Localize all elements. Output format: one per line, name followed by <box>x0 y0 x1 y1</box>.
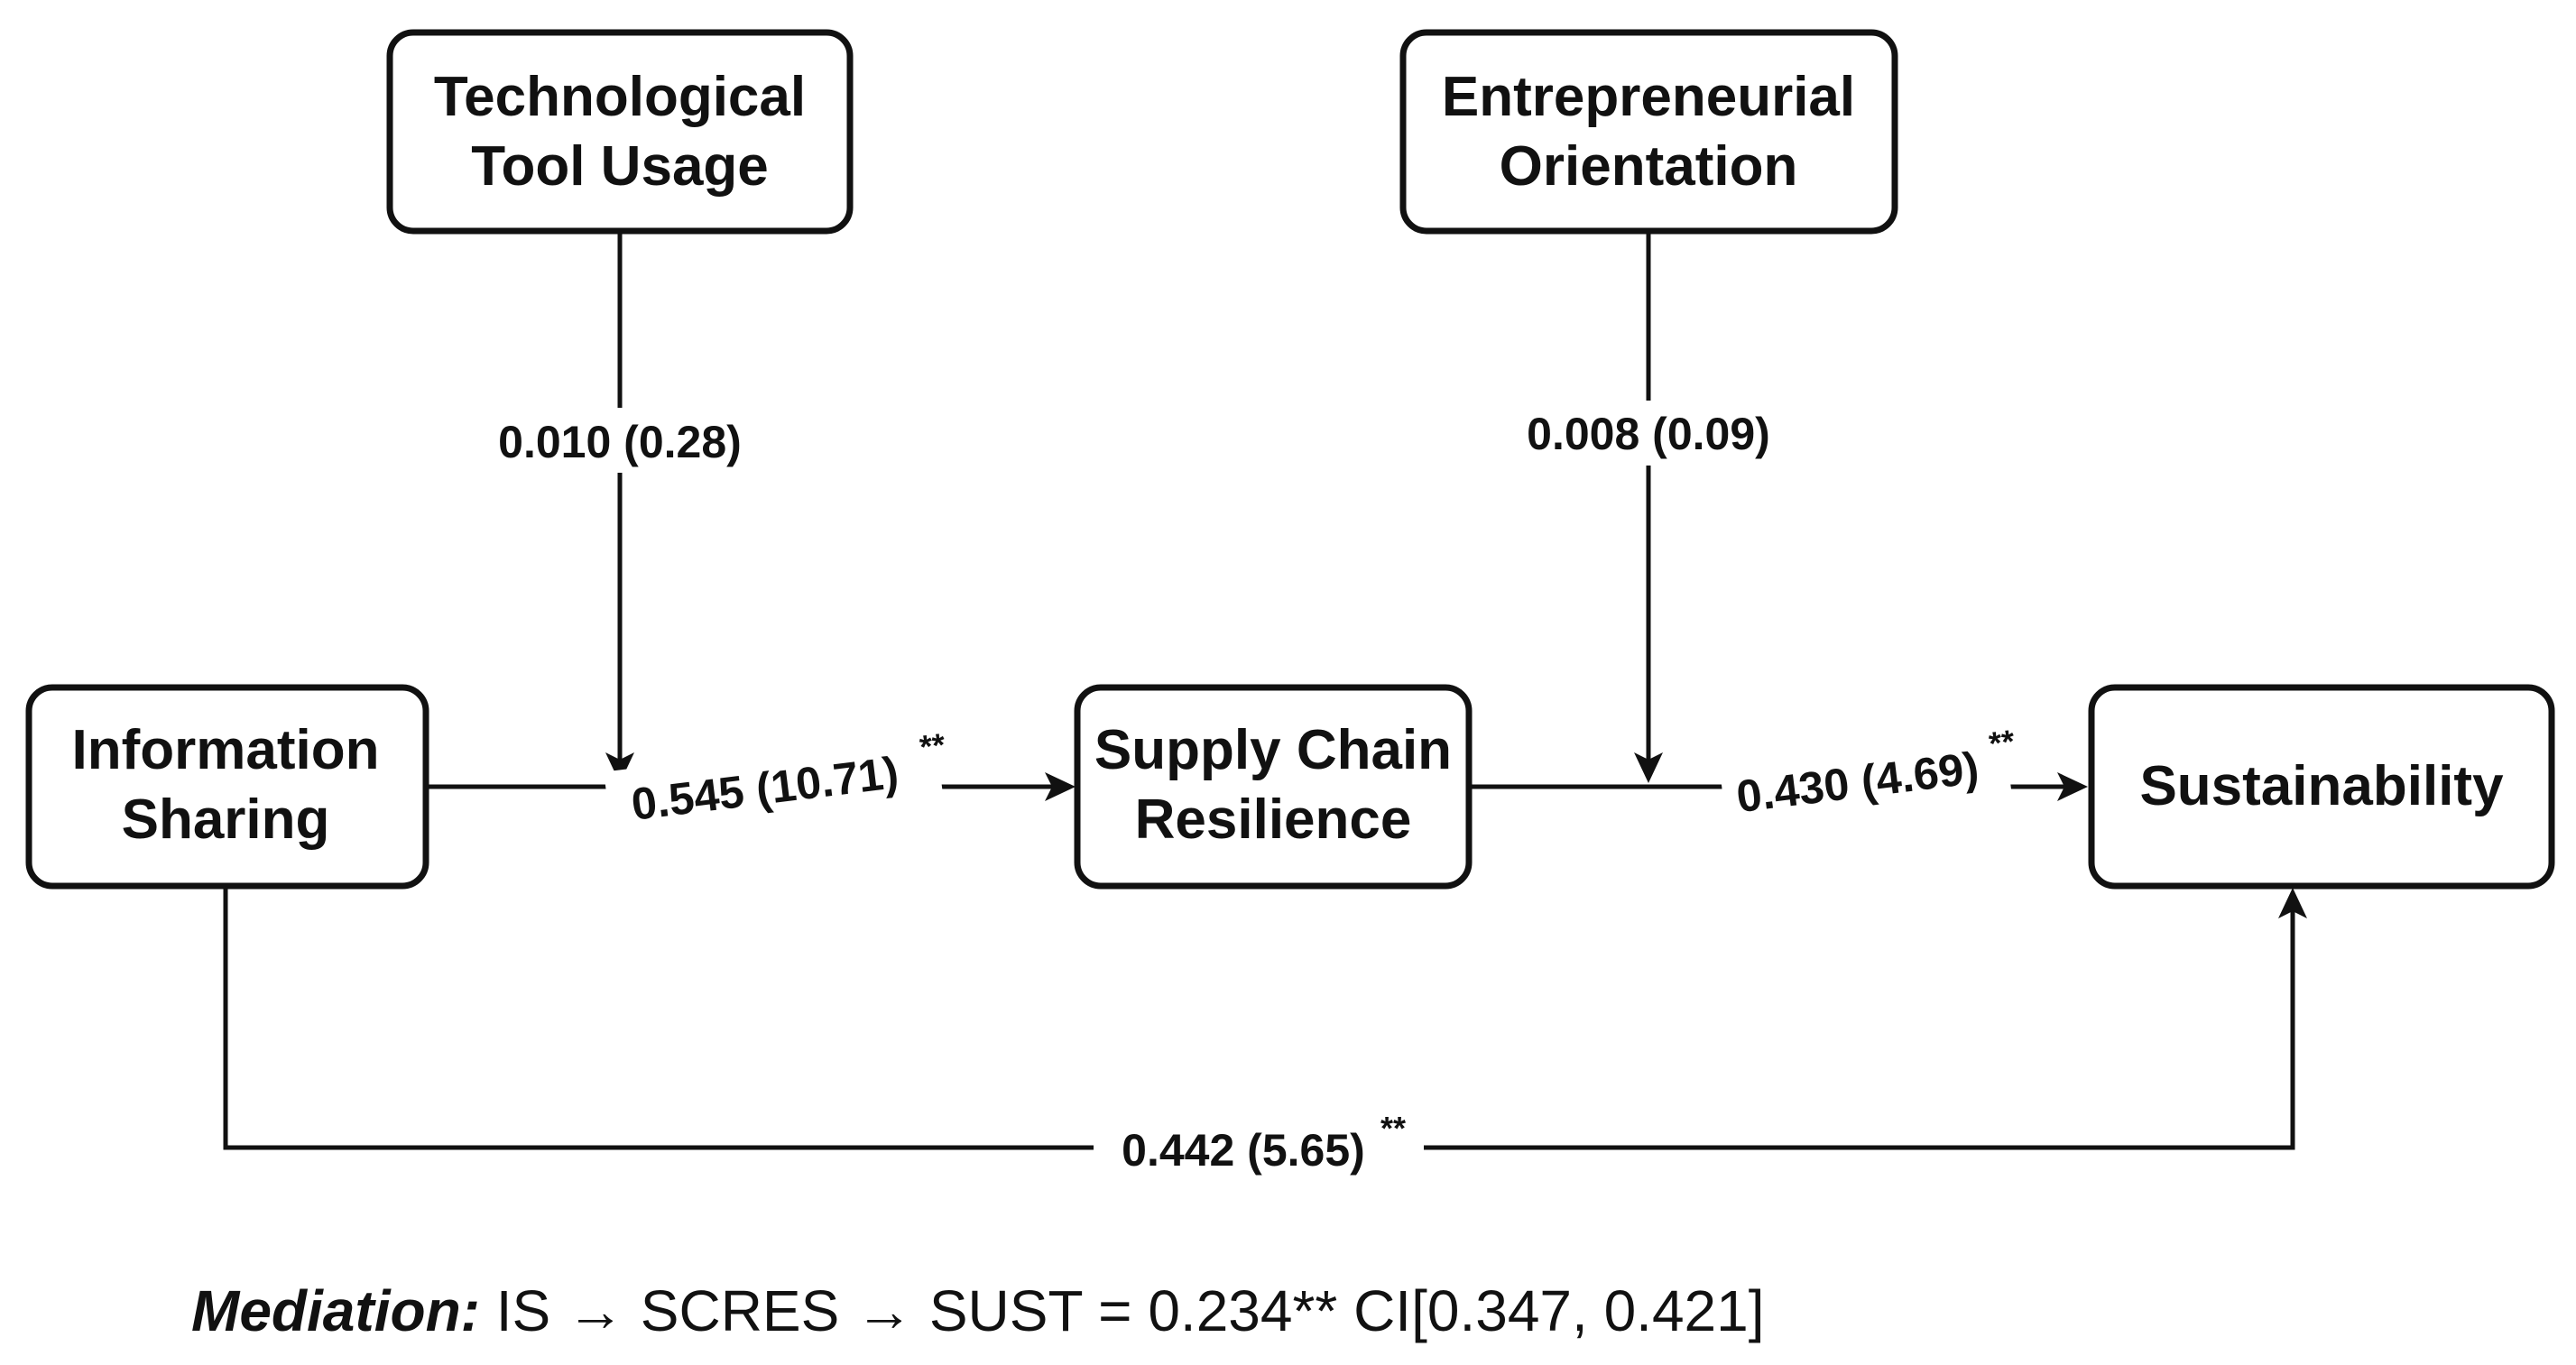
node-label-line: Orientation <box>1500 135 1798 198</box>
node-entrepreneurial-orientation: Entrepreneurial Orientation <box>1399 29 1898 235</box>
node-supply-chain-resilience: Supply Chain Resilience <box>1074 684 1473 890</box>
node-label-line: Technological <box>434 66 806 128</box>
mediation-result: IS → SCRES → SUST = 0.234** CI[0.347, 0.… <box>480 1278 1765 1343</box>
sig-is-to-sust: ** <box>1380 1110 1406 1147</box>
coef-ttu-moderation: 0.010 (0.28) <box>498 417 742 467</box>
coef-is-to-sust: 0.442 (5.65) <box>1122 1125 1365 1176</box>
mediation-caption: Mediation: IS → SCRES → SUST = 0.234** C… <box>191 1278 1765 1343</box>
node-information-sharing: Information Sharing <box>25 684 429 890</box>
sig-scres-to-sust: ** <box>1987 723 2017 762</box>
arrowhead-ttu-moderation <box>605 752 634 783</box>
node-label-line: Tool Usage <box>471 135 769 198</box>
path-label-scres-to-sust: 0.430 (4.69) ** <box>1718 723 2017 828</box>
node-sustainability: Sustainability <box>2088 684 2555 890</box>
arrowhead-is-to-scres <box>1045 772 1076 801</box>
node-label-line: Sharing <box>122 789 330 851</box>
sig-is-to-scres: ** <box>918 725 947 765</box>
node-label-line: Entrepreneurial <box>1442 66 1855 128</box>
node-label-line: Sustainability <box>2139 755 2504 817</box>
arrowhead-is-to-sust <box>2278 888 2307 918</box>
arrowhead-eo-moderation <box>1634 752 1663 783</box>
arrowhead-scres-to-sust <box>2057 772 2088 801</box>
path-label-is-to-scres: 0.545 (10.71) ** <box>604 725 947 837</box>
node-label-line: Supply Chain <box>1094 719 1452 781</box>
path-label-eo-moderation: 0.008 (0.09) <box>1505 401 1792 466</box>
path-label-ttu-moderation: 0.010 (0.28) <box>476 408 763 473</box>
coef-eo-moderation: 0.008 (0.09) <box>1527 409 1770 459</box>
edge-is-to-sust <box>223 887 2295 1150</box>
path-label-is-to-sust: 0.442 (5.65) ** <box>1094 1110 1424 1180</box>
node-label-line: Information <box>72 719 380 781</box>
node-technological-tool-usage: Technological Tool Usage <box>386 29 854 235</box>
node-label-line: Resilience <box>1135 789 1412 851</box>
mediation-label: Mediation: <box>191 1278 480 1343</box>
